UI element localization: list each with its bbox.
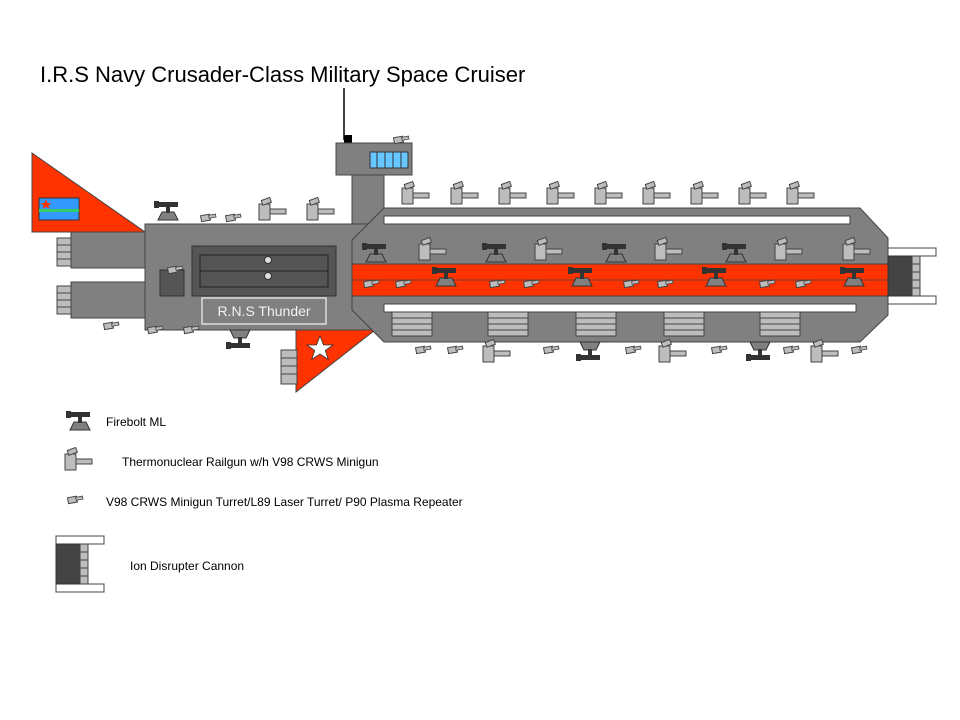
railgun-icon: [64, 446, 93, 471]
bridge-windows: [369, 151, 409, 169]
ion-cannon-icon: [55, 535, 105, 593]
star-icon: [305, 334, 335, 361]
flag-icon: [38, 197, 80, 221]
minigun-turret-icon: [67, 495, 84, 505]
legend-label-firebolt: Firebolt ML: [106, 415, 167, 429]
lower-wing: [295, 329, 377, 394]
legend-label-minigun: V98 CRWS Minigun Turret/L89 Laser Turret…: [106, 495, 463, 509]
ship-name: R.N.S Thunder: [217, 303, 310, 319]
diagram-title: I.R.S Navy Crusader-Class Military Space…: [40, 62, 526, 87]
ion-disrupter-cannon: [887, 247, 937, 305]
firebolt-ml-icon: [65, 410, 91, 431]
legend-label-railgun: Thermonuclear Railgun w/h V98 CRWS Minig…: [122, 455, 379, 469]
legend-label-ion-cannon: Ion Disrupter Cannon: [130, 559, 245, 573]
